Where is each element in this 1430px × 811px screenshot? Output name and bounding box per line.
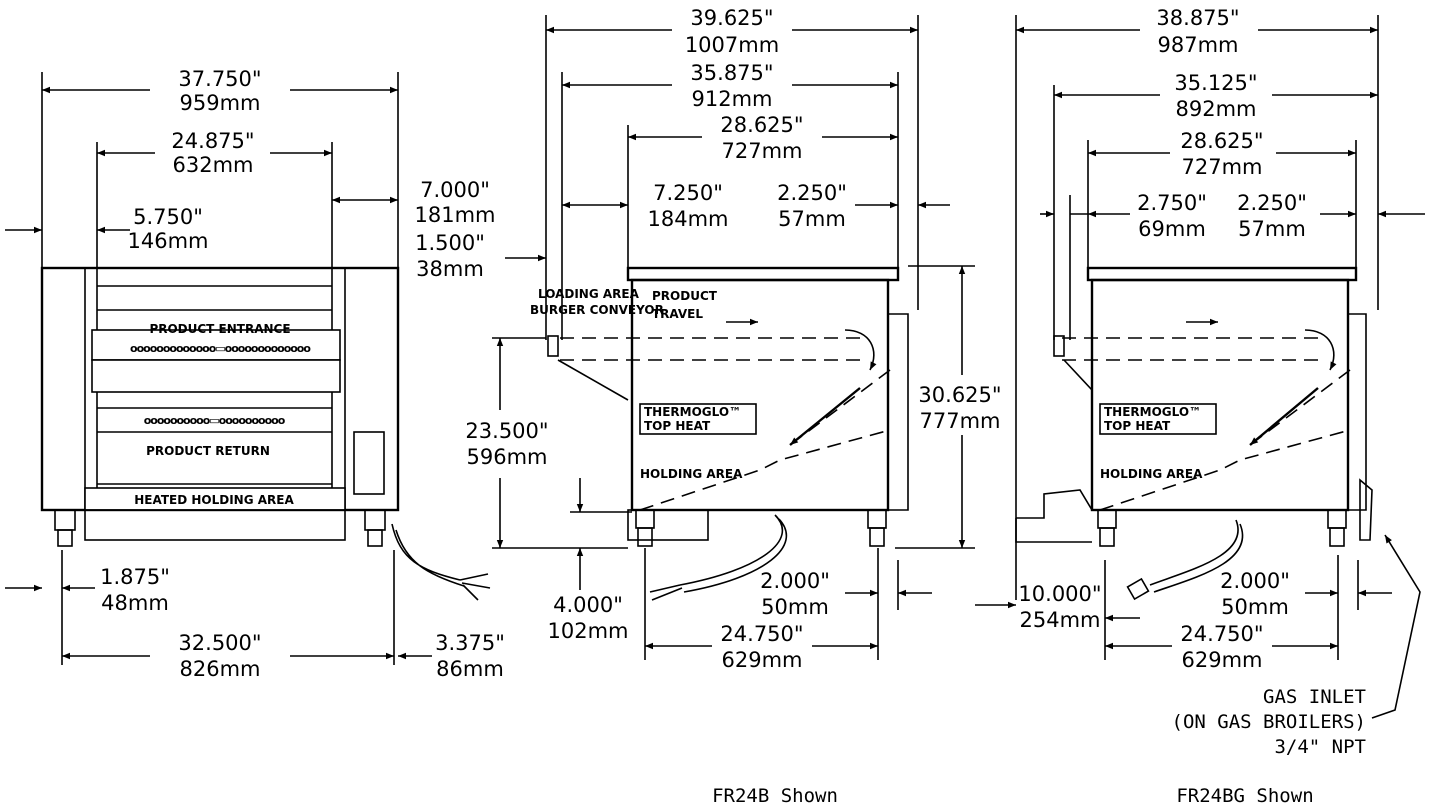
b-caption: FR24B Shown — [712, 785, 838, 807]
product-return-label: PRODUCT RETURN — [146, 444, 270, 458]
b-conv-h-in: 23.500" — [465, 419, 548, 443]
bg-front-mm: 69mm — [1138, 217, 1206, 241]
b-width3-in: 28.625" — [720, 113, 803, 137]
power-cord — [391, 523, 465, 587]
b-thermo1: THERMOGLO™ — [644, 405, 741, 419]
bg-rear-in: 2.250" — [1237, 191, 1307, 215]
front-left-mm: 146mm — [128, 229, 209, 253]
b-overall-in: 39.625" — [690, 6, 773, 30]
bg-thermo2: TOP HEAT — [1104, 419, 1171, 433]
bg-holding: HOLDING AREA — [1100, 467, 1203, 481]
control-box — [353, 431, 385, 495]
b-overall-mm: 1007mm — [685, 33, 779, 57]
front-right-mm: 181mm — [415, 203, 496, 227]
gas-leader — [1371, 534, 1421, 719]
bg-width2-mm: 892mm — [1176, 97, 1257, 121]
front-feet — [54, 509, 386, 547]
b-height-in: 30.625" — [918, 383, 1001, 407]
bg-overall-mm: 987mm — [1158, 33, 1239, 57]
b-travel1: PRODUCT — [652, 289, 718, 303]
front-overall-in: 37.750" — [178, 67, 261, 91]
b-height-mm: 777mm — [920, 409, 1001, 433]
b-cabinet — [630, 278, 890, 512]
front-overall-mm: 959mm — [180, 91, 261, 115]
b-load-mm: 184mm — [648, 207, 729, 231]
heated-holding-label: HEATED HOLDING AREA — [134, 493, 294, 507]
b-lip-in: 1.500" — [415, 231, 485, 255]
bg-tray — [1015, 489, 1093, 543]
bg-power-cord — [1149, 519, 1244, 593]
b-foot-r-mm: 50mm — [761, 595, 829, 619]
b-leg-mm: 102mm — [548, 619, 629, 643]
gas-inlet-pipe — [1359, 478, 1373, 541]
svg-text:ᴏᴏᴏᴏᴏᴏᴏᴏᴏᴏ▭ᴏᴏᴏᴏᴏᴏᴏᴏᴏᴏ: ᴏᴏᴏᴏᴏᴏᴏᴏᴏᴏ▭ᴏᴏᴏᴏᴏᴏᴏᴏᴏᴏ — [144, 414, 286, 427]
front-cord-mm: 86mm — [436, 657, 504, 681]
b-width2-mm: 912mm — [692, 87, 773, 111]
front-base-mm: 826mm — [180, 657, 261, 681]
bg-width3-in: 28.625" — [1180, 129, 1263, 153]
b-travel2: TRAVEL — [652, 307, 703, 321]
gas-line2: (ON GAS BROILERS) — [1172, 711, 1366, 733]
b-conv-h-mm: 596mm — [467, 445, 548, 469]
side-view-fr24bg: 38.875" 987mm 35.125" 892mm 28.625" 727m… — [975, 6, 1425, 807]
bg-tray-in: 10.000" — [1018, 582, 1101, 606]
front-right-in: 7.000" — [420, 178, 490, 202]
svg-text:ᴏᴏᴏᴏᴏᴏᴏᴏᴏᴏᴏᴏᴏ▭ᴏᴏᴏᴏᴏᴏᴏᴏᴏᴏᴏᴏᴏ: ᴏᴏᴏᴏᴏᴏᴏᴏᴏᴏᴏᴏᴏ▭ᴏᴏᴏᴏᴏᴏᴏᴏᴏᴏᴏᴏᴏ — [130, 342, 311, 355]
bg-base-in: 24.750" — [1180, 622, 1263, 646]
b-power-cord — [679, 514, 788, 593]
front-base-in: 32.500" — [178, 631, 261, 655]
b-load-in: 7.250" — [653, 181, 723, 205]
bg-foot-r-mm: 50mm — [1221, 595, 1289, 619]
b-conveyor — [560, 337, 860, 361]
side-view-fr24b: 39.625" 1007mm 35.875" 912mm 28.625" 727… — [415, 6, 1001, 807]
front-inner-in: 24.875" — [171, 129, 254, 153]
gas-line3: 3/4" NPT — [1274, 736, 1366, 758]
front-inner-mm: 632mm — [173, 153, 254, 177]
b-thermo2: TOP HEAT — [644, 419, 711, 433]
b-loading1: LOADING AREA — [538, 287, 640, 301]
front-left-in: 5.750" — [133, 205, 203, 229]
b-holding: HOLDING AREA — [640, 467, 743, 481]
bg-rear-mm: 57mm — [1238, 217, 1306, 241]
b-loading2: BURGER CONVEYOR — [530, 303, 664, 317]
bg-caption: FR24BG Shown — [1176, 785, 1313, 807]
front-view: 37.750" 959mm 24.875" 632mm 5.750" 146mm… — [5, 67, 505, 681]
bg-foot-r-in: 2.000" — [1220, 569, 1290, 593]
bg-front-in: 2.750" — [1137, 191, 1207, 215]
bg-cabinet — [1090, 278, 1350, 512]
gas-line1: GAS INLET — [1263, 686, 1366, 708]
b-width3-mm: 727mm — [722, 139, 803, 163]
bg-conveyor — [1062, 337, 1320, 361]
bg-width2-in: 35.125" — [1174, 71, 1257, 95]
front-foot-in: 1.875" — [100, 565, 170, 589]
b-width2-in: 35.875" — [690, 61, 773, 85]
front-cord-in: 3.375" — [435, 631, 505, 655]
b-rear-in: 2.250" — [777, 181, 847, 205]
b-lip-mm: 38mm — [416, 257, 484, 281]
b-foot-r-in: 2.000" — [760, 569, 830, 593]
bg-thermo1: THERMOGLO™ — [1104, 405, 1201, 419]
b-rear-mm: 57mm — [778, 207, 846, 231]
product-entrance-label: PRODUCT ENTRANCE — [149, 322, 290, 336]
bg-width3-mm: 727mm — [1182, 155, 1263, 179]
b-base-in: 24.750" — [720, 622, 803, 646]
b-leg-in: 4.000" — [553, 593, 623, 617]
front-foot-mm: 48mm — [101, 591, 169, 615]
b-base-mm: 629mm — [722, 648, 803, 672]
bg-base-mm: 629mm — [1182, 648, 1263, 672]
bg-overall-in: 38.875" — [1156, 6, 1239, 30]
bg-tray-mm: 254mm — [1020, 608, 1101, 632]
